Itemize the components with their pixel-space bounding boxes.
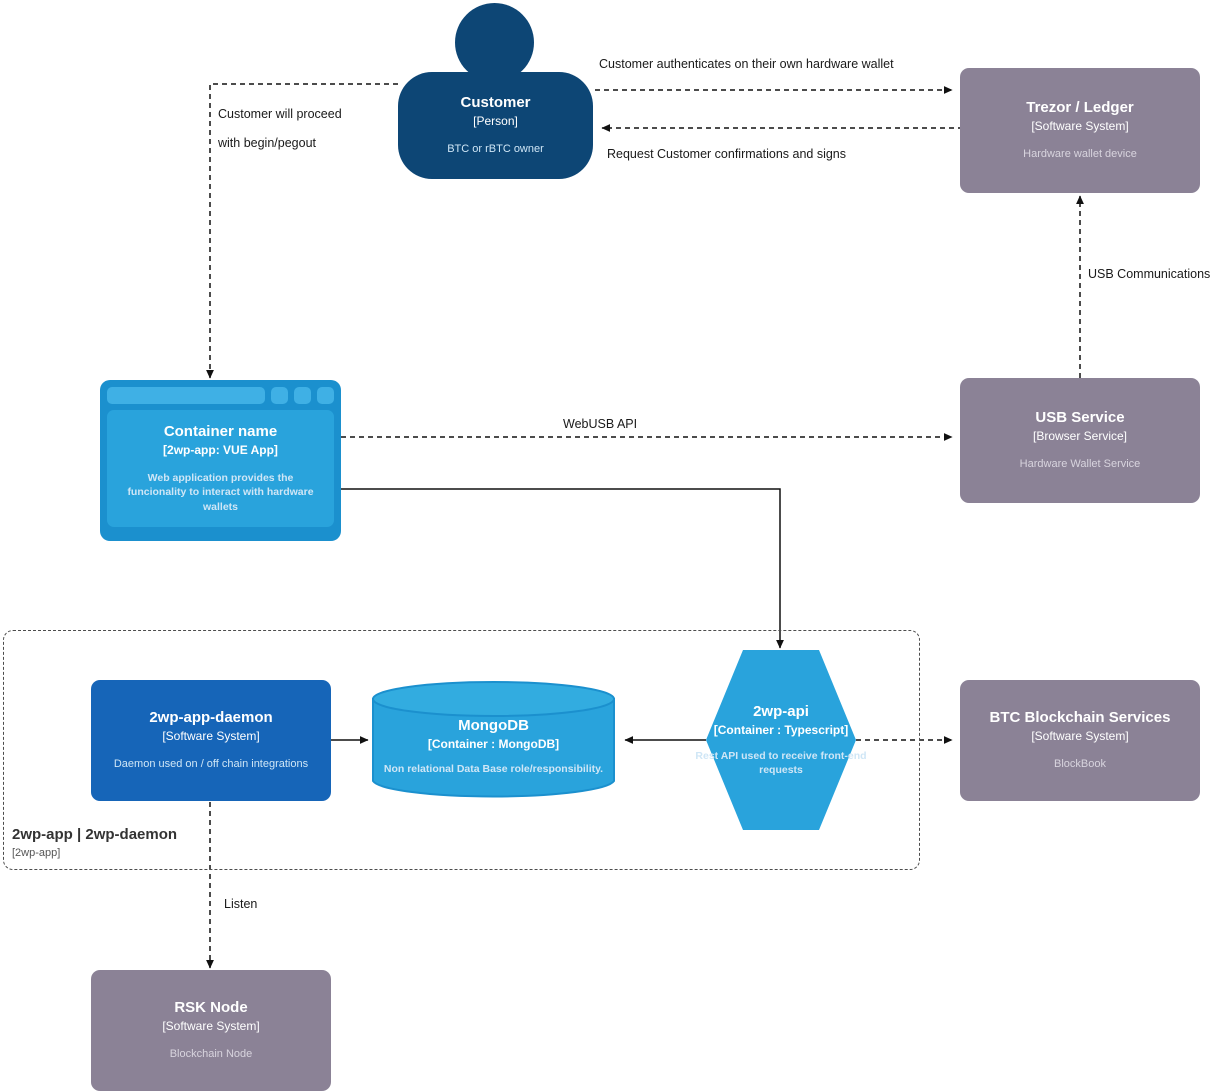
boundary-label: 2wp-app | 2wp-daemon [2wp-app] xyxy=(12,826,312,860)
node-btc-blockchain-services-tech: [Software System] xyxy=(1031,728,1129,743)
edge-label-customer-to-trezor: Customer authenticates on their own hard… xyxy=(599,57,894,71)
node-btc-blockchain-services-title: BTC Blockchain Services xyxy=(989,709,1171,727)
node-mongodb-tech: [Container : MongoDB] xyxy=(427,737,560,752)
node-usb-service[interactable]: USB Service [Browser Service] Hardware W… xyxy=(960,378,1200,503)
boundary-name: 2wp-app | 2wp-daemon xyxy=(12,826,178,843)
node-usb-service-description: Hardware Wallet Service xyxy=(1019,458,1141,471)
node-customer-tech: [Person] xyxy=(473,113,518,128)
node-2wp-api-text: 2wp-api [Container : Typescript] Rest AP… xyxy=(695,650,866,830)
browser-viewport: Container name [2wp-app: VUE App] Web ap… xyxy=(107,410,334,527)
node-2wp-app-daemon-title: 2wp-app-daemon xyxy=(149,709,273,727)
edge-label-listen: Listen xyxy=(224,897,258,911)
edge-label-customer-to-container-line1: Customer will proceed xyxy=(218,107,342,121)
node-mongodb[interactable]: MongoDB [Container : MongoDB] Non relati… xyxy=(372,681,615,799)
node-trezor-ledger-description: Hardware wallet device xyxy=(1023,148,1137,161)
node-container-name-title: Container name xyxy=(163,423,278,441)
node-usb-service-tech: [Browser Service] xyxy=(1032,428,1128,443)
node-btc-blockchain-services-description: BlockBook xyxy=(1054,758,1106,771)
browser-address-bar-icon xyxy=(107,387,265,404)
browser-chrome xyxy=(107,387,334,404)
node-usb-service-title: USB Service xyxy=(1035,409,1125,427)
browser-button-icon-2 xyxy=(294,387,311,404)
node-mongodb-title: MongoDB xyxy=(458,717,529,735)
node-trezor-ledger-tech: [Software System] xyxy=(1031,118,1129,133)
node-customer-title: Customer xyxy=(460,94,531,112)
node-mongodb-text: MongoDB [Container : MongoDB] Non relati… xyxy=(372,681,615,799)
node-mongodb-description: Non relational Data Base role/responsibi… xyxy=(383,763,604,776)
node-container-name-tech: [2wp-app: VUE App] xyxy=(163,443,278,458)
edge-label-trezor-to-customer: Request Customer confirmations and signs xyxy=(607,147,847,161)
node-btc-blockchain-services[interactable]: BTC Blockchain Services [Software System… xyxy=(960,680,1200,801)
edge-label-usb-communications: USB Communications xyxy=(1088,267,1211,281)
browser-button-icon-1 xyxy=(271,387,288,404)
node-2wp-api-tech: [Container : Typescript] xyxy=(713,722,849,737)
node-2wp-api[interactable]: 2wp-api [Container : Typescript] Rest AP… xyxy=(695,650,867,830)
boundary-2wp-app xyxy=(3,630,920,870)
node-rsk-node[interactable]: RSK Node [Software System] Blockchain No… xyxy=(91,970,331,1091)
node-2wp-api-description: Rest API used to receive front-end reque… xyxy=(695,749,867,776)
node-rsk-node-description: Blockchain Node xyxy=(169,1048,253,1061)
node-2wp-api-title: 2wp-api xyxy=(753,702,809,720)
node-rsk-node-tech: [Software System] xyxy=(162,1018,260,1033)
edge-label-webusb-api: WebUSB API xyxy=(563,417,638,431)
edge-container-to-api xyxy=(341,488,784,649)
edge-customer-to-container xyxy=(206,83,398,379)
browser-button-icon-3 xyxy=(317,387,334,404)
node-trezor-ledger[interactable]: Trezor / Ledger [Software System] Hardwa… xyxy=(960,68,1200,193)
node-2wp-app-daemon-description: Daemon used on / off chain integrations xyxy=(113,758,309,771)
customer-avatar-head xyxy=(455,3,534,82)
node-rsk-node-title: RSK Node xyxy=(174,999,248,1017)
node-2wp-app-daemon-tech: [Software System] xyxy=(162,728,260,743)
node-customer-description: BTC or rBTC owner xyxy=(447,143,544,156)
node-container-name-description: Web application provides the funcionalit… xyxy=(127,472,314,513)
hexagon-icon xyxy=(706,650,856,830)
node-2wp-app-daemon[interactable]: 2wp-app-daemon [Software System] Daemon … xyxy=(91,680,331,801)
edge-label-customer-to-container-line2: with begin/pegout xyxy=(218,136,316,150)
node-customer[interactable]: Customer [Person] BTC or rBTC owner xyxy=(398,72,593,179)
node-container-name[interactable]: Container name [2wp-app: VUE App] Web ap… xyxy=(100,380,341,541)
boundary-type: [2wp-app] xyxy=(12,847,61,859)
node-trezor-ledger-title: Trezor / Ledger xyxy=(1026,99,1134,117)
mongodb-cylinder-icon xyxy=(372,681,615,798)
